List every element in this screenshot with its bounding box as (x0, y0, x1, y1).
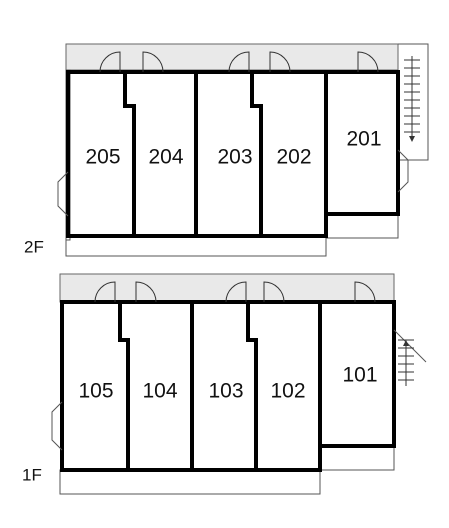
unit-label-203: 203 (217, 146, 252, 169)
balcony-2f (65, 235, 327, 257)
stairs-2f (404, 56, 420, 142)
unit-label-201: 201 (346, 128, 381, 151)
door-204 (142, 51, 164, 73)
unit-label-104: 104 (142, 380, 177, 403)
unit-label-101: 101 (342, 364, 377, 387)
bay-window-205 (57, 171, 69, 217)
bay-window-105 (51, 401, 63, 451)
door-103 (225, 281, 247, 303)
corridor-1f (59, 273, 395, 303)
wall-103-102 (246, 302, 258, 470)
bay-window-201 (397, 149, 409, 193)
door-104 (135, 281, 157, 303)
unit-label-105: 105 (78, 380, 113, 403)
unit-label-205: 205 (85, 146, 120, 169)
floor-2f: 205 204 203 202 201 2F (24, 43, 429, 257)
floor-1f: 105 104 103 102 101 1F (22, 273, 427, 495)
wall-105-104 (118, 302, 130, 470)
balcony-101 (319, 445, 395, 471)
floor-label-2f: 2F (24, 237, 44, 256)
unit-label-202: 202 (276, 146, 311, 169)
door-203 (228, 51, 250, 73)
door-202 (269, 51, 291, 73)
corridor-2f (65, 43, 399, 71)
wall-205-204 (123, 72, 136, 236)
wall-203-202 (250, 72, 263, 236)
door-101 (354, 281, 376, 303)
stair-landing-2f (398, 43, 429, 161)
door-105 (94, 281, 116, 303)
door-102 (263, 281, 285, 303)
balcony-201 (325, 213, 399, 239)
unit-label-204: 204 (148, 146, 183, 169)
stairs-1f (393, 329, 427, 386)
unit-label-103: 103 (208, 380, 243, 403)
door-205 (99, 51, 121, 73)
unit-label-102: 102 (270, 380, 305, 403)
balcony-1f (59, 469, 321, 495)
door-201 (357, 51, 379, 73)
floor-label-1f: 1F (22, 465, 42, 484)
